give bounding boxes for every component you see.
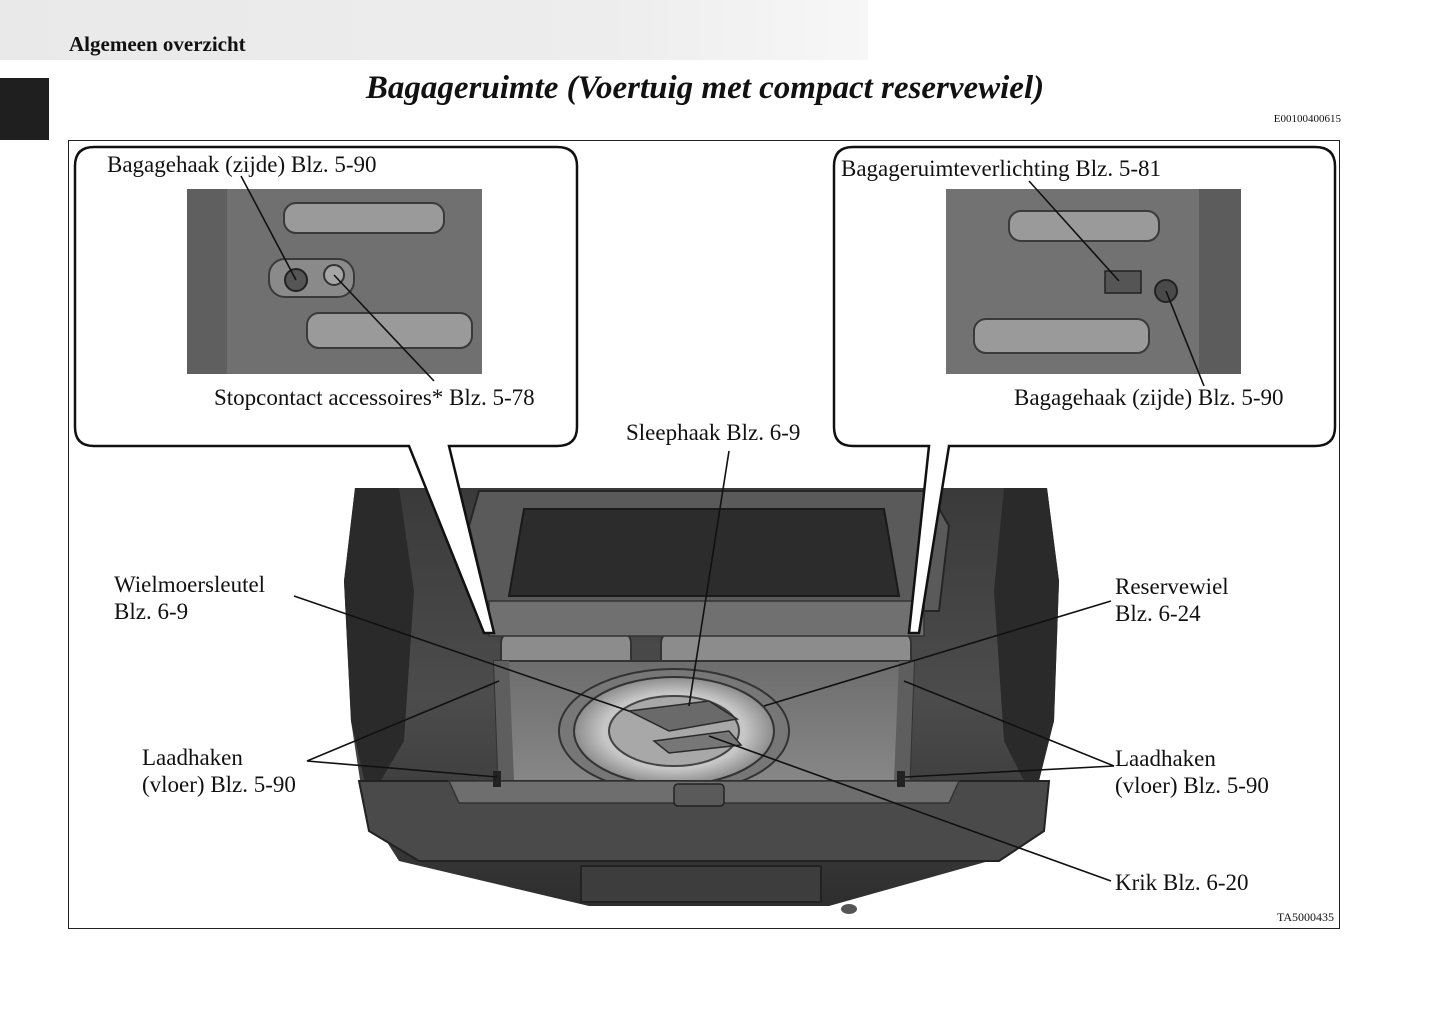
figure-illustration (73, 145, 1337, 914)
label-wheel-wrench-line2: Blz. 6-9 (114, 599, 189, 624)
header-band (0, 0, 868, 60)
side-tab-marker (0, 78, 49, 140)
label-tie-down-left-line1: Laadhaken (142, 745, 243, 770)
section-label: Algemeen overzicht (69, 32, 246, 56)
label-spare-wheel-line1: Reservewiel (1115, 574, 1229, 599)
page-title: Bagageruimte (Voertuig met compact reser… (365, 70, 1045, 106)
label-tow-hook: Sleephaak Blz. 6-9 (626, 420, 801, 445)
luggage-compartment-figure: Bagagehaak (zijde) Blz. 5-90 Stopcontact… (68, 140, 1340, 929)
label-wheel-wrench: Wielmoersleutel Blz. 6-9 (114, 571, 265, 625)
label-tie-down-left: Laadhaken (vloer) Blz. 5-90 (142, 744, 296, 798)
label-tie-down-right-line2: (vloer) Blz. 5-90 (1115, 773, 1269, 798)
right-inset-callout (832, 145, 1337, 635)
document-code: E00100400615 (1273, 113, 1341, 125)
label-spare-wheel: Reservewiel Blz. 6-24 (1115, 573, 1229, 627)
figure-code: TA5000435 (1276, 910, 1334, 924)
label-accessory-socket: Stopcontact accessoires* Blz. 5-78 (214, 385, 535, 410)
label-tie-down-right-line1: Laadhaken (1115, 746, 1216, 771)
label-tie-down-right: Laadhaken (vloer) Blz. 5-90 (1115, 745, 1269, 799)
label-jack: Krik Blz. 6-20 (1115, 870, 1249, 895)
car-rear-illustration (344, 488, 1059, 914)
label-luggage-hook-side-right: Bagagehaak (zijde) Blz. 5-90 (1014, 385, 1284, 410)
label-luggage-hook-side-left: Bagagehaak (zijde) Blz. 5-90 (107, 152, 377, 177)
leader-lines (293, 450, 1115, 882)
label-wheel-wrench-line1: Wielmoersleutel (114, 572, 266, 597)
label-luggage-light: Bagageruimteverlichting Blz. 5-81 (841, 156, 1161, 181)
left-inset-callout (73, 145, 579, 635)
label-spare-wheel-line2: Blz. 6-24 (1115, 601, 1201, 626)
label-tie-down-left-line2: (vloer) Blz. 5-90 (142, 772, 296, 797)
